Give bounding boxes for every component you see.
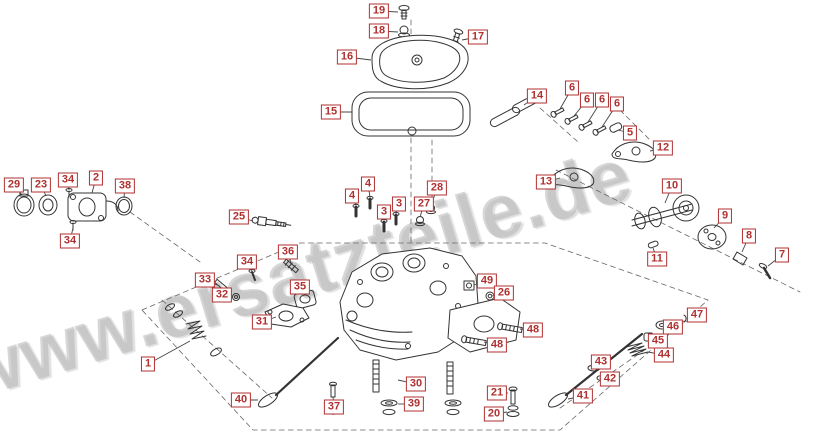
part-callout-20-54: 20 <box>483 406 505 422</box>
part-callout-12-11: 12 <box>652 140 674 156</box>
cam-plate-9 <box>697 224 727 250</box>
part-callout-49-37: 49 <box>476 273 498 289</box>
screw-21-20 <box>506 386 520 417</box>
part-callout-47-41: 47 <box>686 307 708 323</box>
part-callout-9-14: 9 <box>717 208 733 224</box>
stud-36 <box>283 258 299 274</box>
spacer-ring-23 <box>38 194 58 216</box>
part-callout-46-42: 46 <box>662 319 684 335</box>
part-callout-13-12: 13 <box>535 174 557 190</box>
part-callout-6-6: 6 <box>564 80 580 96</box>
part-callout-29-18: 29 <box>3 177 25 193</box>
cylinder-head-body <box>339 247 479 361</box>
part-callout-44-44: 44 <box>653 347 675 363</box>
part-callout-48-39: 48 <box>522 322 544 338</box>
part-callout-17-2: 17 <box>467 29 489 45</box>
part-callout-11-17: 11 <box>647 251 667 267</box>
part-callout-21-53: 21 <box>486 385 508 401</box>
part-callout-30-51: 30 <box>405 376 427 392</box>
pin-11 <box>647 240 659 249</box>
bolt-48b <box>461 335 487 347</box>
rocker-arm-12 <box>611 141 657 163</box>
part-callout-10-13: 10 <box>661 178 683 194</box>
part-callout-33-27: 33 <box>194 272 216 288</box>
part-callout-39-52: 39 <box>403 396 425 412</box>
part-callout-32-28: 32 <box>211 287 233 303</box>
bolt-48a <box>497 322 523 334</box>
part-callout-36-25: 36 <box>277 244 299 260</box>
stud-30b <box>446 361 454 395</box>
screw-7 <box>758 263 772 280</box>
part-callout-3-34: 3 <box>376 204 392 220</box>
part-callout-28-35: 28 <box>426 180 448 196</box>
part-callout-4-32: 4 <box>344 188 360 204</box>
cover-bolt-19 <box>398 5 410 20</box>
part-callout-6-9: 6 <box>609 96 625 112</box>
part-callout-19-0: 19 <box>368 3 390 19</box>
retainer-8 <box>732 251 748 266</box>
bolt-34c <box>248 269 256 281</box>
square-nut-49 <box>463 280 475 291</box>
washers-39a <box>380 399 398 416</box>
part-callout-6-7: 6 <box>579 92 595 108</box>
part-callout-34-23: 34 <box>59 233 81 249</box>
part-callout-7-16: 7 <box>774 247 790 263</box>
dashed-construction-lines <box>129 19 801 431</box>
part-callout-38-22: 38 <box>114 178 136 194</box>
cover-gasket-15 <box>351 91 471 137</box>
part-callout-6-8: 6 <box>594 92 610 108</box>
part-callout-48-40: 48 <box>486 337 508 353</box>
small-screws-6 <box>550 107 607 136</box>
part-callout-35-29: 35 <box>289 279 311 295</box>
part-callout-34-20: 34 <box>57 172 79 188</box>
part-callout-23-19: 23 <box>30 177 52 193</box>
washers-39b <box>444 399 462 416</box>
valve-40 <box>257 336 340 408</box>
part-callout-40-49: 40 <box>230 392 252 408</box>
part-callout-43-45: 43 <box>590 354 612 370</box>
part-callout-3-33: 3 <box>391 196 407 212</box>
part-callout-26-38: 26 <box>493 285 515 301</box>
part-callout-31-30: 31 <box>251 314 273 330</box>
part-callout-4-31: 4 <box>360 176 376 192</box>
part-callout-27-36: 27 <box>413 196 435 212</box>
part-callout-8-15: 8 <box>741 228 757 244</box>
part-callout-34-26: 34 <box>236 254 258 270</box>
stud-30a <box>372 359 380 393</box>
part-callout-14-5: 14 <box>526 88 548 104</box>
valve-spring-44 <box>625 342 649 357</box>
part-callout-2-21: 2 <box>88 170 104 186</box>
part-callout-16-3: 16 <box>336 49 358 65</box>
rocker-arm-13 <box>549 167 595 189</box>
spark-plug-25 <box>251 216 292 227</box>
part-callout-37-50: 37 <box>323 399 345 415</box>
camshaft-10 <box>631 194 700 230</box>
part-callout-1-48: 1 <box>140 356 156 372</box>
part-callout-41-47: 41 <box>572 388 594 404</box>
part-callout-42-46: 42 <box>599 371 621 387</box>
valve-spring-left-group <box>164 303 222 357</box>
valve-cover-16 <box>371 34 469 90</box>
intake-manifold-2 <box>67 192 119 222</box>
part-callout-18-1: 18 <box>368 23 390 39</box>
part-callout-25-24: 25 <box>228 209 250 225</box>
spacer-5 <box>609 122 623 133</box>
part-callout-45-43: 45 <box>647 333 669 349</box>
part-callout-15-4: 15 <box>320 104 342 120</box>
part-callout-5-10: 5 <box>622 125 638 141</box>
